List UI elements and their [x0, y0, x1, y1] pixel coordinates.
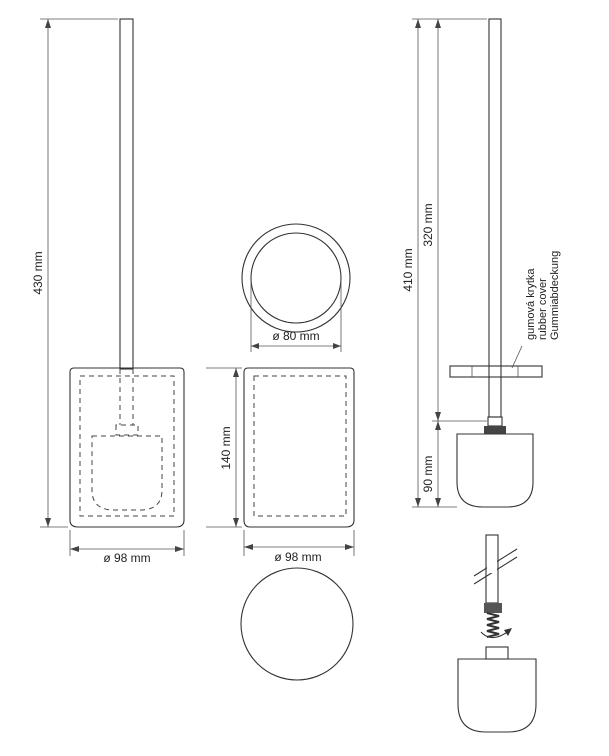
dimension-handle-total: 410 mm: [401, 248, 415, 291]
bottom-view-circle: [240, 567, 354, 681]
ring-inner: [250, 232, 342, 324]
rubber-cover-leader: [511, 345, 523, 369]
dimension-handle-upper: 320 mm: [421, 203, 435, 246]
brush-handle: [119, 18, 134, 370]
dimension-brush-height: 90 mm: [421, 456, 435, 493]
detail-socket: [485, 646, 509, 660]
dimension-holder-height: 140 mm: [219, 426, 233, 469]
rubber-cover-plate: [449, 365, 543, 378]
detail-screw-thread: [486, 612, 500, 638]
holder-outline: [69, 367, 185, 528]
middle-holder-outline: [243, 367, 355, 528]
assembly-detail: [457, 534, 537, 733]
rubber-cover-label-de: Gummiabdeckung: [549, 251, 561, 340]
hidden-brush-head: [91, 435, 163, 511]
middle-holder-view: 140 mm ø 98 mm: [206, 367, 355, 564]
right-brush-head: [456, 433, 534, 508]
dimension-width-left: ø 98 mm: [103, 551, 150, 565]
right-brush-view: gumová krytka rubber cover Gummiabdeckun…: [401, 18, 561, 508]
hidden-brush-neck: [115, 424, 139, 436]
dimension-width-middle: ø 98 mm: [274, 550, 321, 564]
ring-outer: [241, 223, 351, 333]
dimension-total-height: 430 mm: [31, 251, 45, 294]
dimension-inner-diameter: ø 80 mm: [272, 329, 319, 343]
brush-neck: [484, 426, 506, 434]
top-view-ring: ø 80 mm: [241, 223, 351, 352]
detail-brush-head: [457, 658, 537, 733]
rubber-cover-label-cs: gumová krytka: [525, 268, 537, 340]
holder-cavity-dashed: [79, 375, 175, 517]
rubber-cover-label-en: rubber cover: [537, 278, 549, 340]
right-brush-handle: [488, 18, 502, 418]
middle-holder-cavity: [253, 375, 347, 517]
left-view-assembly: 430 mm ø 98 mm: [31, 18, 185, 565]
detail-ferrule: [484, 603, 502, 613]
